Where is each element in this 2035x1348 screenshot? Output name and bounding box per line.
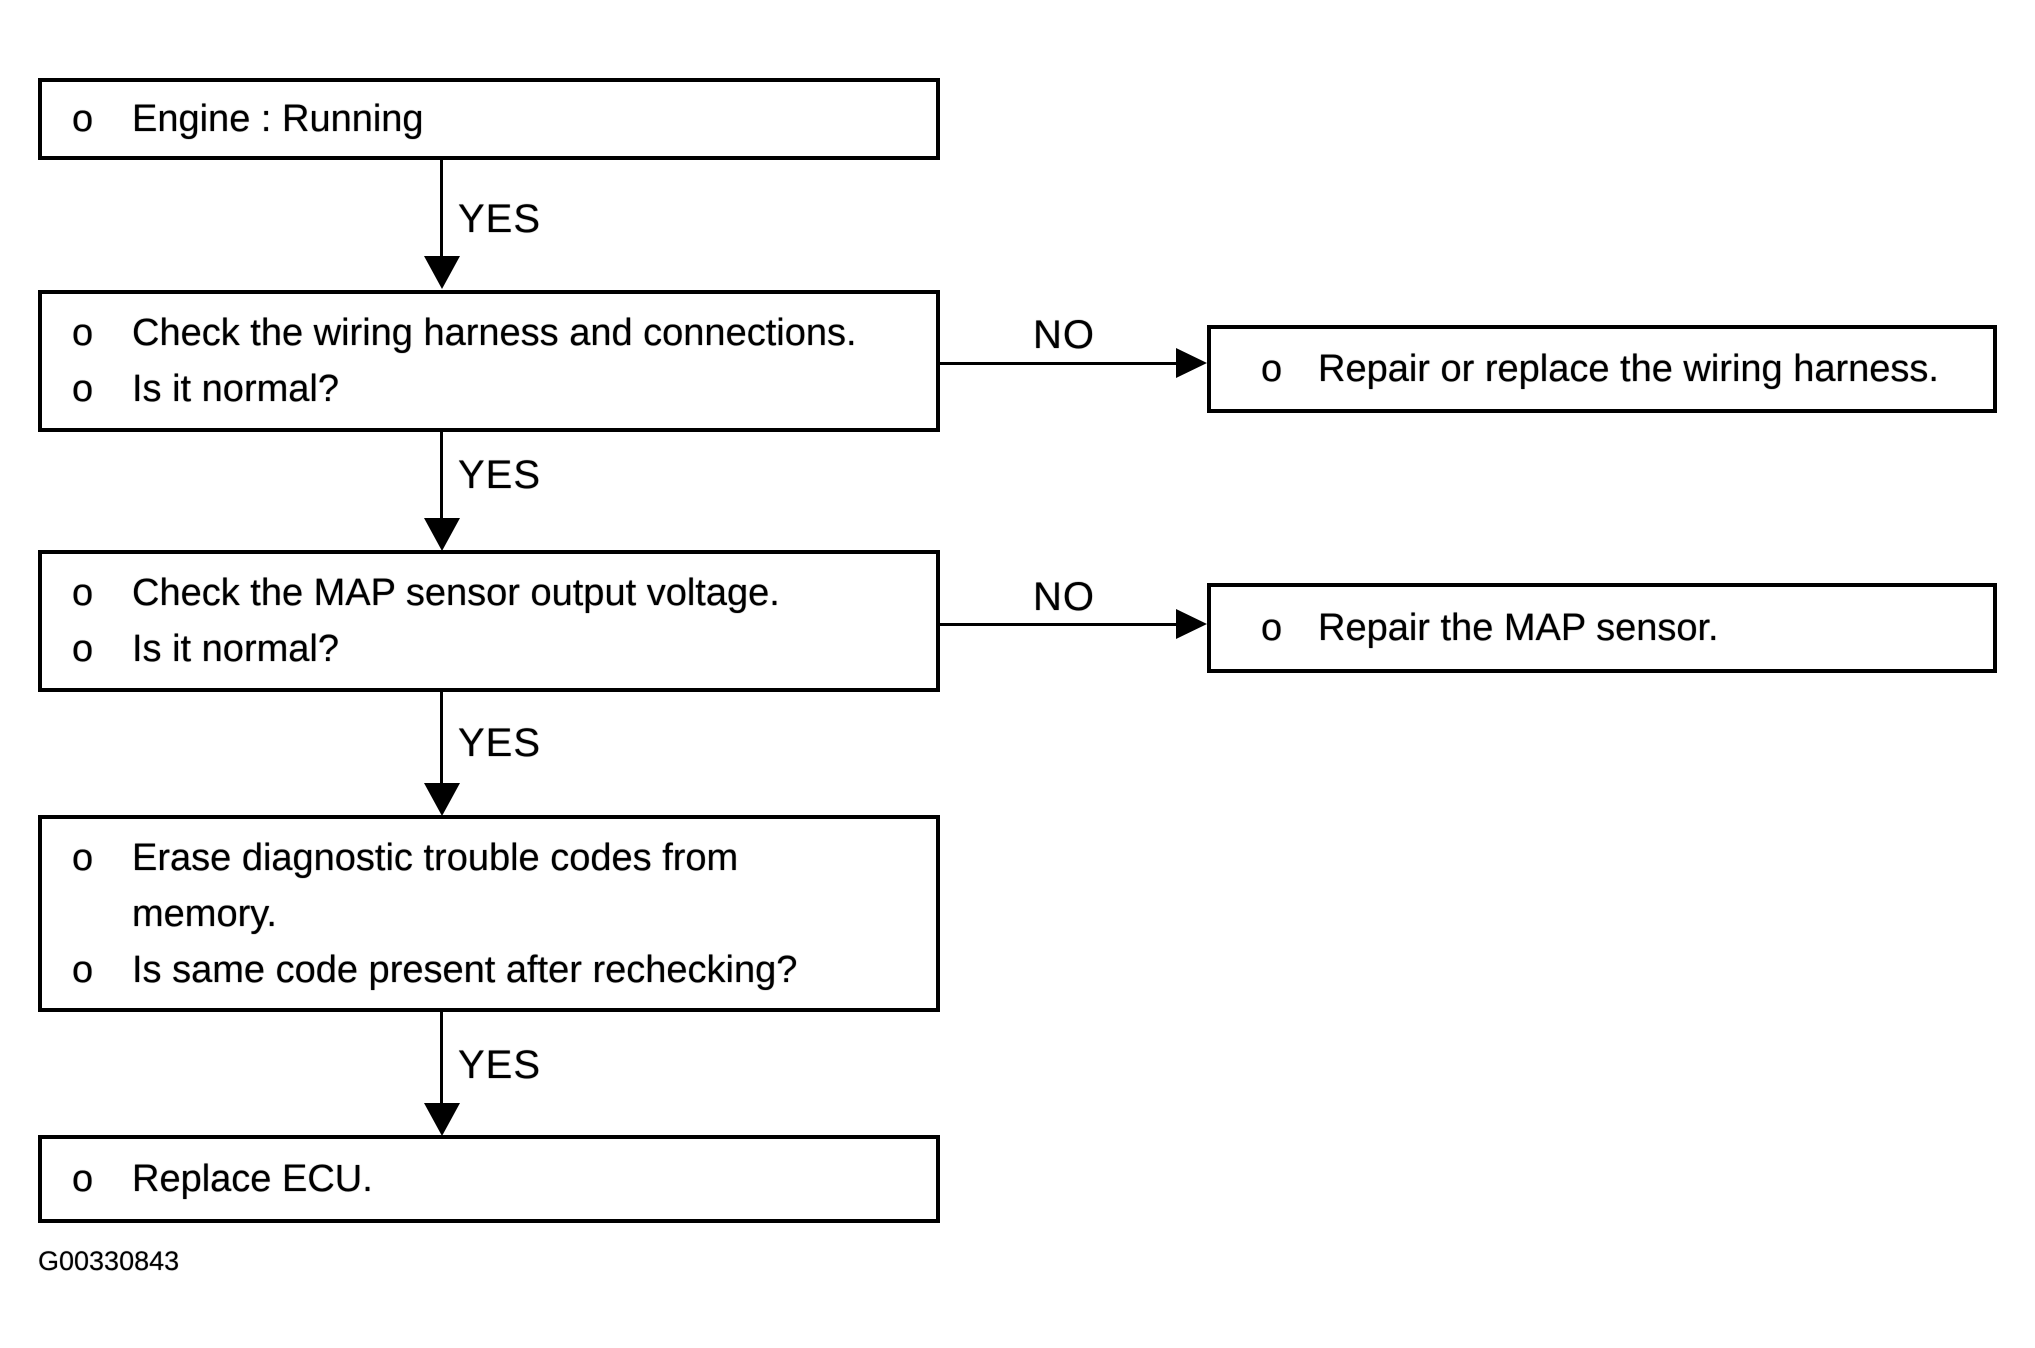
flow-box-line: memory.: [72, 886, 920, 942]
flow-box-text: Repair the MAP sensor.: [1318, 607, 1719, 649]
connector-line-vertical: [440, 692, 443, 787]
arrowhead-right-icon: [1176, 609, 1207, 639]
flow-box-engine-running: o Engine : Running: [38, 78, 940, 160]
flow-box-line: o Engine : Running: [72, 91, 920, 147]
flow-box-text: Is same code present after rechecking?: [132, 948, 798, 991]
arrowhead-right-icon: [1176, 348, 1207, 378]
flow-box-text: Check the wiring harness and connections…: [132, 312, 857, 354]
arrowhead-down-icon: [424, 518, 460, 551]
flow-box-line: o Check the wiring harness and connectio…: [72, 305, 920, 361]
flow-box-text: Repair or replace the wiring harness.: [1318, 348, 1939, 390]
flow-box-line: o Is it normal?: [72, 361, 920, 417]
bullet-marker: o: [72, 836, 94, 879]
bullet-marker: o: [72, 572, 94, 614]
connector-line-vertical: [440, 432, 443, 522]
connector-line-vertical: [440, 160, 443, 260]
flow-box-check-wiring: o Check the wiring harness and connectio…: [38, 290, 940, 432]
edge-label-yes: YES: [458, 197, 542, 241]
bullet-marker: o: [72, 98, 94, 140]
flow-box-line: o Check the MAP sensor output voltage.: [72, 565, 920, 621]
flow-box-text: Check the MAP sensor output voltage.: [132, 572, 780, 614]
connector-line-vertical: [440, 1012, 443, 1107]
bullet-marker: o: [1261, 607, 1283, 649]
flow-box-text: Is it normal?: [132, 628, 339, 670]
bullet-marker: o: [72, 948, 94, 991]
flow-box-line: o Erase diagnostic trouble codes from: [72, 830, 920, 886]
flow-box-check-map-voltage: o Check the MAP sensor output voltage. o…: [38, 550, 940, 692]
flow-box-line: o Repair the MAP sensor.: [1261, 600, 1977, 656]
arrowhead-down-icon: [424, 256, 460, 289]
bullet-marker: o: [72, 628, 94, 670]
flow-box-repair-wiring: o Repair or replace the wiring harness.: [1207, 325, 1997, 413]
flow-box-text: Erase diagnostic trouble codes from: [132, 836, 739, 879]
flow-box-text: memory.: [132, 892, 277, 935]
bullet-marker: o: [1261, 348, 1283, 390]
flow-box-replace-ecu: o Replace ECU.: [38, 1135, 940, 1223]
flow-box-text: Engine : Running: [132, 98, 424, 140]
flow-box-repair-map-sensor: o Repair the MAP sensor.: [1207, 583, 1997, 673]
edge-label-yes: YES: [458, 721, 542, 765]
edge-label-no: NO: [1033, 313, 1095, 357]
bullet-marker: o: [72, 1158, 94, 1200]
edge-label-no: NO: [1033, 575, 1095, 619]
flow-box-line: o Repair or replace the wiring harness.: [1261, 341, 1977, 397]
flow-box-text: Replace ECU.: [132, 1158, 373, 1200]
flow-box-text: Is it normal?: [132, 368, 339, 410]
connector-line-horizontal: [940, 362, 1177, 365]
edge-label-yes: YES: [458, 1043, 542, 1087]
figure-id-caption: G00330843: [38, 1246, 180, 1276]
bullet-marker: o: [72, 312, 94, 354]
flow-box-erase-codes: o Erase diagnostic trouble codes from me…: [38, 815, 940, 1012]
edge-label-yes: YES: [458, 453, 542, 497]
arrowhead-down-icon: [424, 783, 460, 816]
flow-box-line: o Is same code present after rechecking?: [72, 942, 920, 998]
connector-line-horizontal: [940, 623, 1177, 626]
flow-box-line: o Replace ECU.: [72, 1151, 920, 1207]
arrowhead-down-icon: [424, 1103, 460, 1136]
flow-box-line: o Is it normal?: [72, 621, 920, 677]
bullet-marker: o: [72, 368, 94, 410]
